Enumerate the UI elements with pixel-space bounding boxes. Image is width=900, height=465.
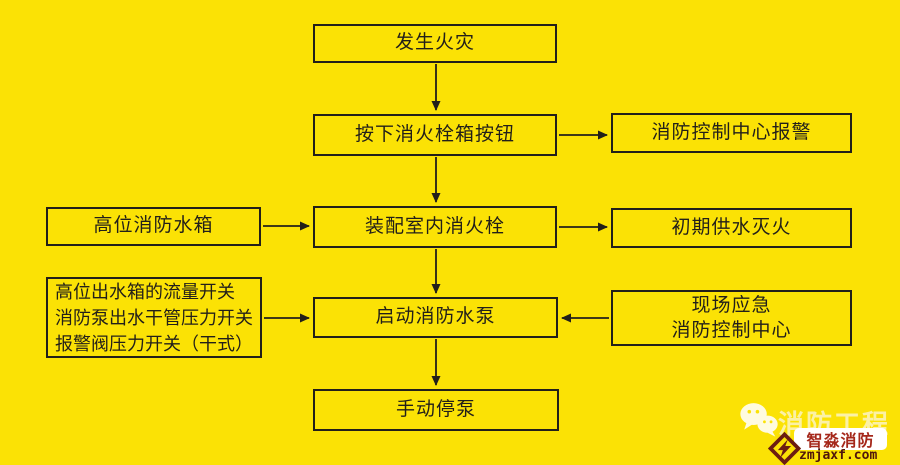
node-equip-indoor-hydrant-label: 装配室内消火栓: [364, 215, 505, 237]
switch-condition-line-1: 高位出水箱的流量开关: [55, 281, 235, 302]
node-manual-stop-pump-label: 手动停泵: [395, 398, 476, 420]
switch-condition-line-3: 报警阀压力开关（干式）: [55, 333, 253, 354]
switch-condition-line-2: 消防泵出水干管压力开关: [55, 307, 253, 328]
onsite-emergency-line-1: 现场应急: [691, 295, 772, 316]
watermark-url: zmjaxf.com: [799, 448, 878, 463]
node-high-level-water-tank: 高位消防水箱: [46, 207, 261, 246]
node-equip-indoor-hydrant: 装配室内消火栓: [313, 206, 557, 248]
wechat-icon: [740, 403, 778, 437]
node-fire-occurs-label: 发生火灾: [394, 32, 475, 54]
node-onsite-emergency: 现场应急 消防控制中心: [611, 290, 852, 346]
onsite-emergency-line-2: 消防控制中心: [671, 320, 792, 341]
node-press-hydrant-button-label: 按下消火栓箱按钮: [354, 123, 515, 145]
watermark-badge: 智淼消防: [794, 428, 887, 450]
node-control-center-alarm: 消防控制中心报警: [611, 113, 852, 153]
node-initial-water-supply: 初期供水灭火: [611, 208, 852, 248]
node-switch-conditions: 高位出水箱的流量开关 消防泵出水干管压力开关 报警阀压力开关（干式）: [46, 277, 262, 358]
node-press-hydrant-button: 按下消火栓箱按钮: [313, 114, 557, 156]
node-initial-water-supply-label: 初期供水灭火: [671, 216, 792, 238]
node-manual-stop-pump: 手动停泵: [313, 389, 559, 431]
zhimiao-diamond-logo-icon: [768, 432, 801, 465]
node-start-fire-pump: 启动消防水泵: [313, 297, 558, 338]
node-start-fire-pump-label: 启动消防水泵: [375, 306, 496, 328]
node-high-level-water-tank-label: 高位消防水箱: [93, 215, 214, 237]
node-control-center-alarm-label: 消防控制中心报警: [651, 121, 812, 143]
node-fire-occurs: 发生火灾: [313, 24, 557, 63]
